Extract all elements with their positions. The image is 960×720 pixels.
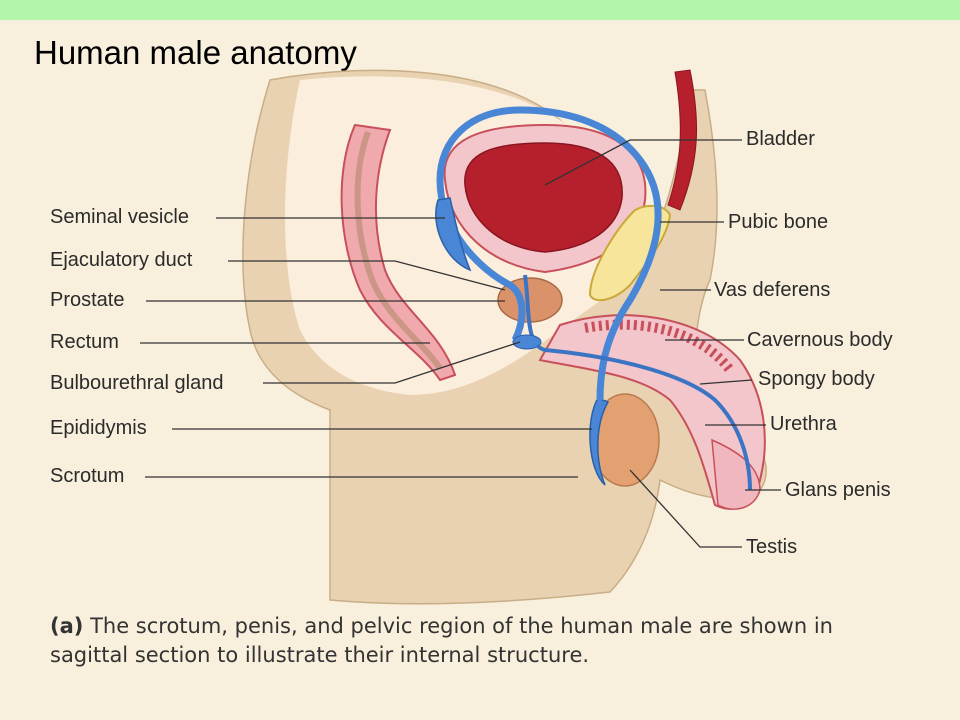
figure-caption: (a) The scrotum, penis, and pelvic regio…	[50, 612, 910, 670]
pubic-bone	[588, 204, 672, 302]
label-ejaculatory-duct: Ejaculatory duct	[50, 249, 193, 271]
label-bulbourethral-gland: Bulbourethral gland	[50, 372, 224, 394]
label-spongy-body: Spongy body	[758, 368, 875, 390]
cavernous-body	[584, 319, 734, 374]
urethra	[523, 274, 752, 491]
rectum	[340, 123, 457, 382]
seminal-vesicle	[435, 197, 472, 272]
label-epididymis: Epididymis	[50, 417, 147, 439]
vas-deferens	[436, 106, 662, 401]
page-title: Human male anatomy	[34, 34, 357, 71]
label-glans-penis: Glans penis	[785, 479, 891, 501]
label-bladder: Bladder	[746, 128, 815, 150]
label-rectum: Rectum	[50, 331, 119, 353]
label-prostate: Prostate	[50, 289, 125, 311]
label-scrotum: Scrotum	[50, 465, 125, 487]
bladder	[464, 142, 623, 253]
leader-lines	[140, 139, 781, 548]
caption-text: The scrotum, penis, and pelvic region of…	[50, 614, 833, 667]
bulbourethral-gland	[512, 334, 542, 350]
label-cavernous-body: Cavernous body	[747, 329, 893, 351]
label-testis: Testis	[746, 536, 798, 558]
label-pubic-bone: Pubic bone	[728, 211, 829, 233]
top-band	[0, 0, 960, 20]
caption-prefix: (a)	[50, 614, 84, 638]
label-vas-deferens: Vas deferens	[714, 279, 831, 301]
rectum-lumen	[354, 130, 443, 370]
label-urethra: Urethra	[770, 413, 837, 435]
epididymis	[589, 397, 610, 486]
label-seminal-vesicle: Seminal vesicle	[50, 206, 189, 228]
